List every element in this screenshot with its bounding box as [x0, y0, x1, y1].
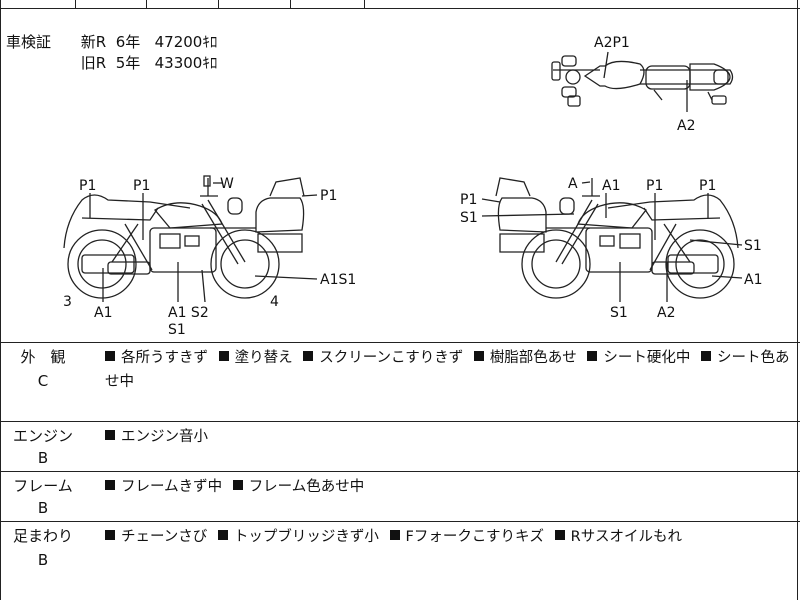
top-view-motorcycle-drawing [551, 55, 734, 107]
section-divider [0, 471, 800, 472]
right-view-label: A1 [602, 178, 620, 194]
right-view-label: A1 [744, 272, 762, 288]
bullet-square-icon [217, 530, 228, 540]
section-items-engine: エンジン音小 [105, 425, 790, 449]
section-grade-suspension: B [37, 551, 49, 569]
certificate-years: 6年 [115, 33, 141, 51]
left-view-label: A1S1 [320, 272, 356, 288]
left-view-label: P1 [133, 178, 150, 194]
right-view-label: A2 [657, 305, 675, 321]
condition-item: トップブリッジきず小 [217, 525, 385, 549]
left-view-label: 4 [270, 294, 279, 310]
left-view-label: A1 [94, 305, 112, 321]
condition-item: シート色あせ中 [105, 350, 790, 390]
right-view-label: S1 [744, 238, 762, 254]
header-divider [75, 0, 76, 8]
condition-item: Fフォークこすりキズ [389, 525, 551, 549]
section-divider [0, 421, 800, 422]
right-view-label: P1 [460, 192, 477, 208]
right-view-label: S1 [610, 305, 628, 321]
left-view-label: P1 [320, 188, 337, 204]
bullet-square-icon [105, 430, 115, 440]
certificate-type: 新R [80, 33, 107, 51]
section-divider [0, 342, 800, 343]
left-view-label: 3 [63, 294, 72, 310]
certificate-distance: 43300ｷﾛ [154, 54, 218, 72]
section-grade-frame: B [37, 499, 49, 517]
condition-item: Rサスオイルもれ [554, 525, 688, 549]
left-view-label: P1 [79, 178, 96, 194]
right-view-label: S1 [460, 210, 478, 226]
condition-item: 樹脂部色あせ [473, 346, 583, 370]
top-view-label: A2 [677, 118, 695, 134]
certificate-row: 旧R 5年 43300ｷﾛ [6, 53, 218, 74]
certificate-row: 車検証 新R 6年 47200ｷﾛ [6, 32, 217, 53]
right-view-label: P1 [646, 178, 663, 194]
bullet-square-icon [587, 351, 598, 361]
certificate-distance: 47200ｷﾛ [154, 33, 218, 51]
header-divider [290, 0, 291, 8]
header-divider [364, 0, 365, 8]
top-view-label: A2P1 [594, 35, 630, 51]
left-view-label: A1 S2 [168, 305, 209, 321]
right-view-label: A [568, 176, 578, 192]
condition-item: エンジン音小 [105, 425, 214, 449]
bullet-square-icon [105, 480, 115, 490]
bullet-square-icon [389, 530, 400, 540]
motorcycle-damage-diagram: A2P1 A2 P1 P1 W P1 A1S1 3 A1 A1 S2 S1 4 … [63, 35, 762, 338]
right-view-motorcycle-drawing [495, 177, 739, 299]
bullet-square-icon [105, 530, 115, 540]
header-bottom-border [0, 8, 800, 9]
section-items-frame: フレームきず中 フレーム色あせ中 [105, 475, 790, 499]
bullet-square-icon [303, 351, 314, 361]
left-view-label: S1 [168, 322, 186, 338]
condition-item: 塗り替え [218, 346, 299, 370]
left-view-motorcycle-drawing [63, 175, 305, 299]
section-items-exterior: 各所うすきず 塗り替え スクリーンこすりきず 樹脂部色あせ シート硬化中 シート… [105, 346, 790, 394]
certificate-label: 車検証 [6, 33, 52, 51]
section-title-suspension: 足まわり [12, 527, 73, 545]
section-divider [0, 521, 800, 522]
header-divider [146, 0, 147, 8]
right-view-label: P1 [699, 178, 716, 194]
condition-item: フレームきず中 [105, 475, 228, 499]
bullet-square-icon [554, 530, 565, 540]
bullet-square-icon [701, 351, 712, 361]
header-divider [218, 0, 219, 8]
condition-item: シート硬化中 [587, 346, 696, 370]
section-title-frame: フレーム [13, 477, 73, 495]
left-view-label: W [220, 176, 234, 192]
certificate-years: 5年 [115, 54, 141, 72]
bullet-square-icon [232, 480, 243, 490]
condition-item: チェーンさび [105, 525, 213, 549]
bullet-square-icon [105, 351, 115, 361]
condition-item: スクリーンこすりきず [303, 346, 469, 370]
certificate-type: 旧R [80, 54, 107, 72]
section-grade-engine: B [37, 449, 49, 467]
condition-item: 各所うすきず [105, 346, 214, 370]
vehicle-certificate: 車検証 新R 6年 47200ｷﾛ 旧R 5年 43300ｷﾛ [6, 32, 217, 74]
section-items-suspension: チェーンさび トップブリッジきず小 Fフォークこすりキズ Rサスオイルもれ [105, 525, 790, 549]
bullet-square-icon [218, 351, 229, 361]
section-title-exterior: 外 観 [20, 348, 66, 366]
bullet-square-icon [473, 351, 484, 361]
section-title-engine: エンジン [12, 427, 73, 445]
condition-item: フレーム色あせ中 [232, 475, 371, 499]
section-grade-exterior: C [37, 372, 49, 390]
